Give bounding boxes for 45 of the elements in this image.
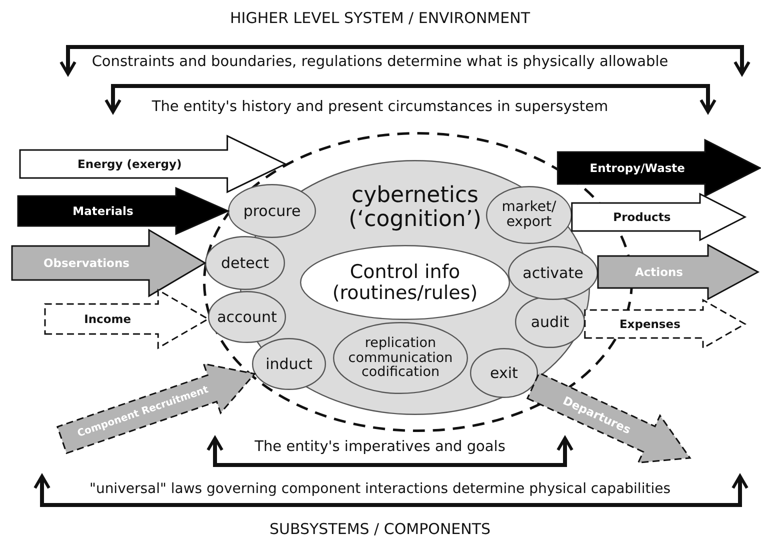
process-ellipse bbox=[508, 246, 598, 300]
heading: HIGHER LEVEL SYSTEM / ENVIRONMENT bbox=[230, 9, 530, 27]
node-label: detect bbox=[221, 254, 269, 272]
edge-label: Materials bbox=[72, 204, 134, 218]
node-label: cybernetics (‘cognition’) bbox=[348, 184, 482, 232]
edge-label: Observations bbox=[44, 256, 130, 270]
block-arrow bbox=[17, 186, 230, 236]
process-ellipse bbox=[515, 296, 585, 348]
block-arrow bbox=[584, 298, 747, 350]
edge-label: Actions bbox=[634, 265, 684, 279]
edge-label: Entropy/Waste bbox=[590, 161, 685, 175]
footer-heading: SUBSYSTEMS / COMPONENTS bbox=[269, 520, 491, 538]
block-arrow bbox=[11, 228, 206, 298]
process-ellipse bbox=[252, 338, 326, 390]
node-label: market/ export bbox=[500, 200, 558, 230]
block-arrow bbox=[597, 244, 760, 300]
edge-label: Income bbox=[84, 312, 132, 326]
edge-label: Energy (exergy) bbox=[78, 157, 182, 171]
node-label: replication communication codification bbox=[347, 336, 454, 380]
block-arrow bbox=[44, 288, 210, 350]
edge-label: Expenses bbox=[619, 317, 680, 331]
block-arrow bbox=[526, 372, 692, 464]
block-arrow bbox=[56, 362, 256, 454]
node-label: audit bbox=[530, 314, 570, 330]
node-label: exit bbox=[490, 364, 518, 382]
node-label: induct bbox=[266, 356, 312, 372]
node-label: procure bbox=[243, 202, 301, 220]
note-text: Constraints and boundaries, regulations determine what is physically allowable bbox=[92, 54, 668, 70]
block-arrow bbox=[19, 134, 288, 194]
node-label: Control info (routines/rules) bbox=[331, 262, 479, 304]
note-text: The entity's imperatives and goals bbox=[254, 439, 506, 455]
block-arrow bbox=[571, 192, 747, 242]
block-arrow bbox=[556, 138, 761, 198]
process-ellipse bbox=[228, 184, 316, 238]
edge-label: Products bbox=[613, 210, 671, 224]
node-label: activate bbox=[522, 264, 584, 282]
inner-ellipse bbox=[300, 245, 510, 320]
process-ellipse bbox=[486, 186, 572, 244]
process-ellipse bbox=[470, 348, 538, 398]
node-label: account bbox=[217, 308, 277, 326]
process-ellipse bbox=[333, 322, 468, 394]
note-text: The entity's history and present circumstances in supersystem bbox=[152, 99, 608, 115]
note-text: "universal" laws governing component interactions determine physical capabilities bbox=[90, 481, 670, 497]
process-ellipse bbox=[205, 236, 285, 290]
process-ellipse bbox=[208, 291, 286, 343]
